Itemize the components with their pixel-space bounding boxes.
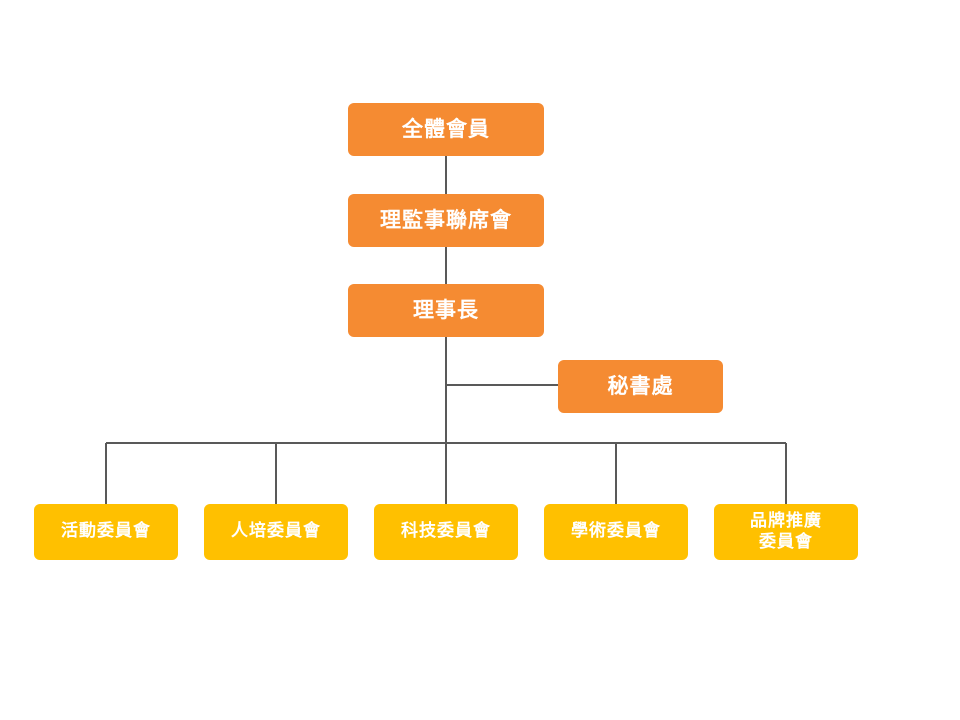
node-committee-academic: 學術委員會 — [544, 504, 688, 560]
node-committee-brand-promotion: 品牌推廣 委員會 — [714, 504, 858, 560]
node-secretariat: 秘書處 — [558, 360, 723, 413]
node-committee-technology: 科技委員會 — [374, 504, 518, 560]
node-board-joint-meeting: 理監事聯席會 — [348, 194, 544, 247]
node-chairman: 理事長 — [348, 284, 544, 337]
node-committee-training: 人培委員會 — [204, 504, 348, 560]
node-committee-activities: 活動委員會 — [34, 504, 178, 560]
node-all-members: 全體會員 — [348, 103, 544, 156]
